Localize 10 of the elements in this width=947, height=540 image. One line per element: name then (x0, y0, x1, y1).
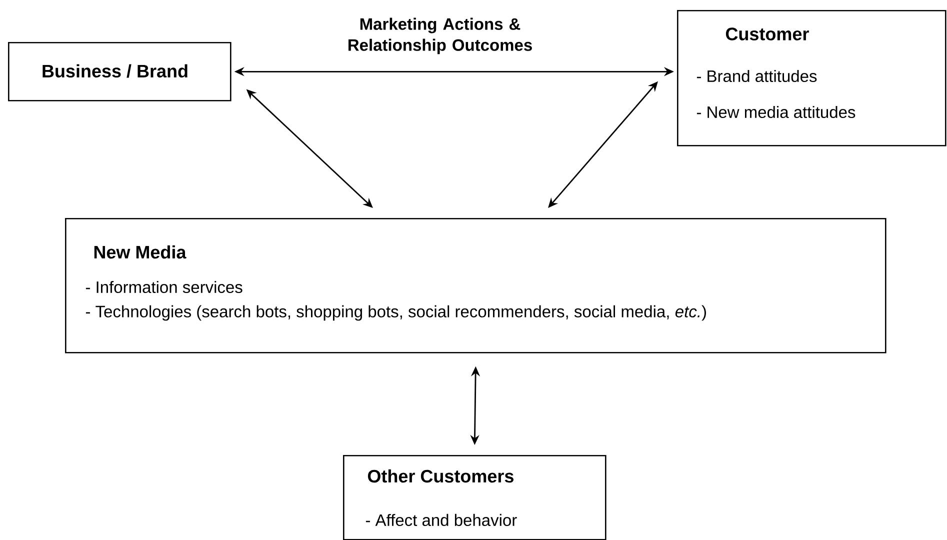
heading: Business / Brand (42, 64, 188, 78)
edge-label: Marketing Actions & Relationship Outcomes (348, 18, 532, 54)
bullet-text: - Affect and behavior (366, 514, 517, 526)
bullet-text: - Technologies (search bots, shopping bots, social recommenders, social media, etc.) (86, 305, 706, 321)
heading: Customer (726, 28, 809, 40)
bullet-text: - Information services (86, 280, 242, 294)
heading: Other Customers (368, 469, 514, 483)
bullet-text: - New media attitudes (696, 106, 856, 118)
heading: New Media (94, 245, 186, 259)
bullet-text: - Brand attitudes (696, 70, 817, 82)
